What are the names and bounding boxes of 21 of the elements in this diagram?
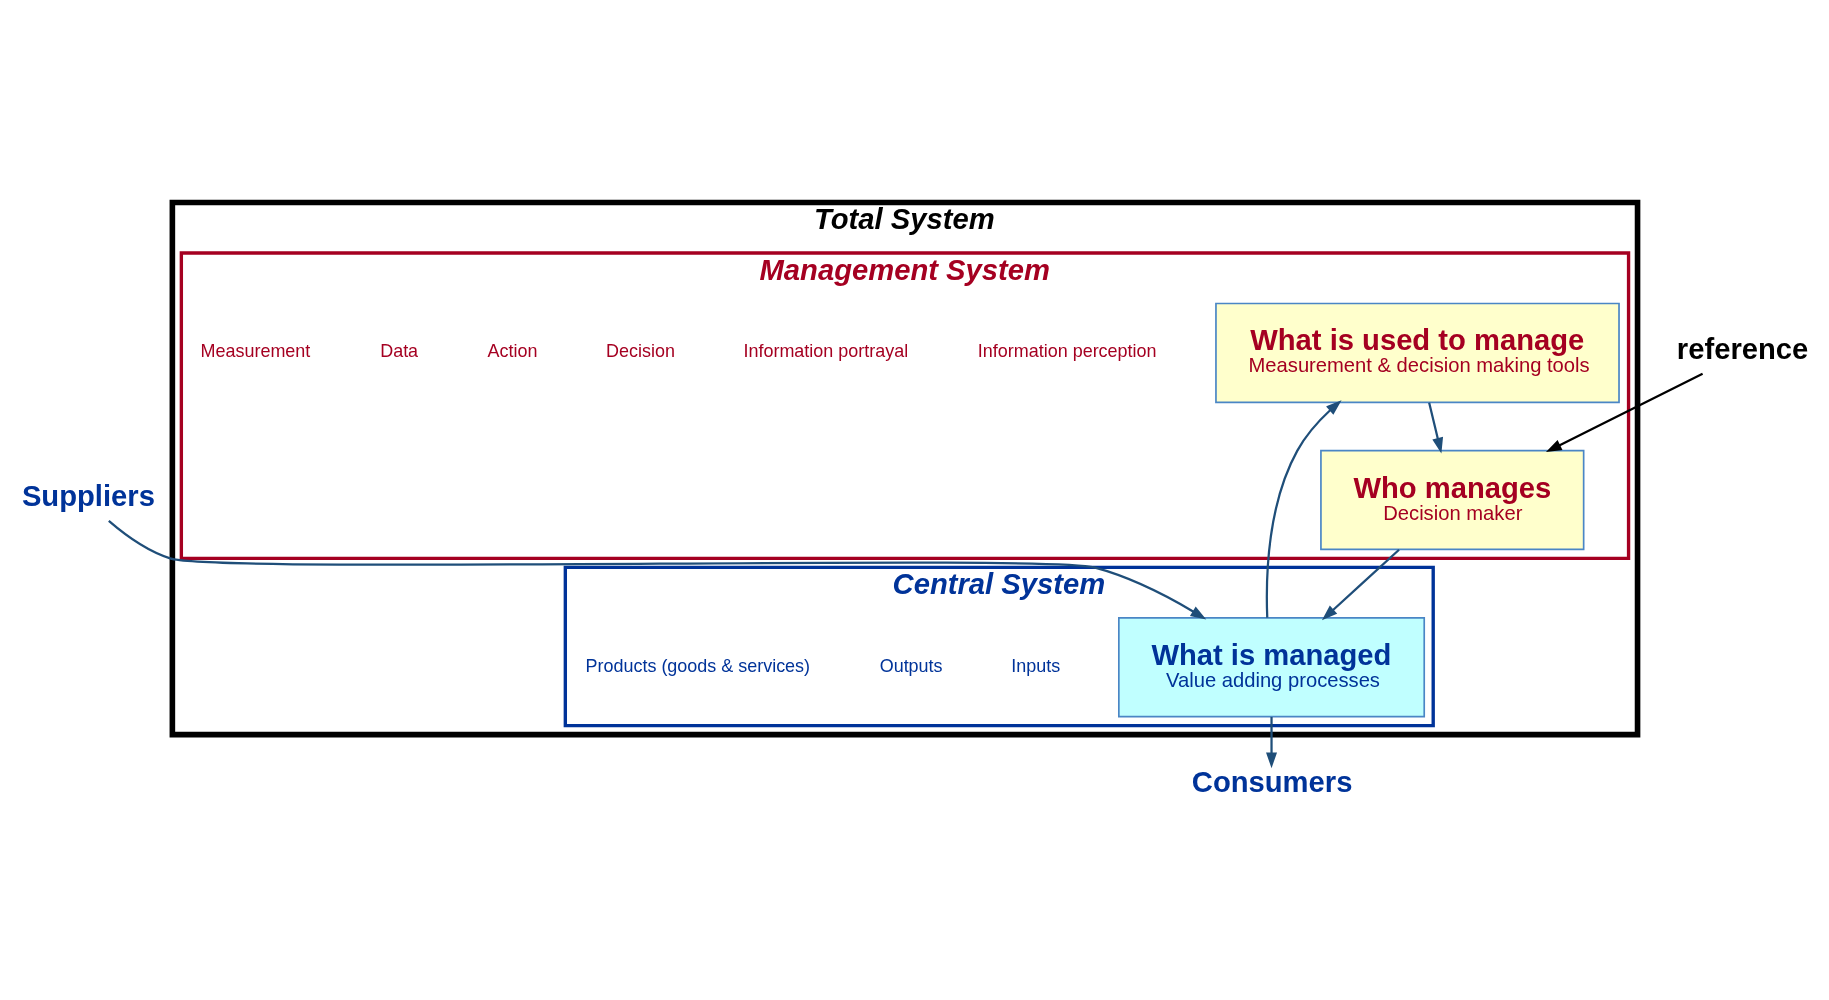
node-box: What is used to manage Measurement & decision making tools — [1215, 302, 1620, 404]
label: Outputs — [879, 655, 943, 676]
label: Data — [380, 341, 419, 362]
node-box: What is managed Value adding processes — [1118, 617, 1426, 718]
label: Measurement — [200, 341, 311, 362]
arrow — [1266, 717, 1278, 769]
node-text: reference — [1676, 332, 1809, 365]
label: Products (goods & services) — [585, 655, 811, 676]
label: Decision — [606, 341, 675, 362]
label: Information perception — [977, 341, 1157, 362]
label: Information portrayal — [743, 341, 909, 362]
arrow — [108, 520, 1207, 620]
label: Action — [487, 341, 538, 362]
node-text: Suppliers — [21, 479, 155, 512]
label: Inputs — [1011, 655, 1061, 676]
arrow — [1428, 402, 1444, 454]
arrow — [1321, 548, 1400, 621]
node-box: Who manages Decision maker — [1320, 449, 1585, 551]
node-text: Consumers — [1191, 765, 1353, 798]
arrow — [1545, 372, 1704, 453]
arrow — [1265, 400, 1342, 618]
